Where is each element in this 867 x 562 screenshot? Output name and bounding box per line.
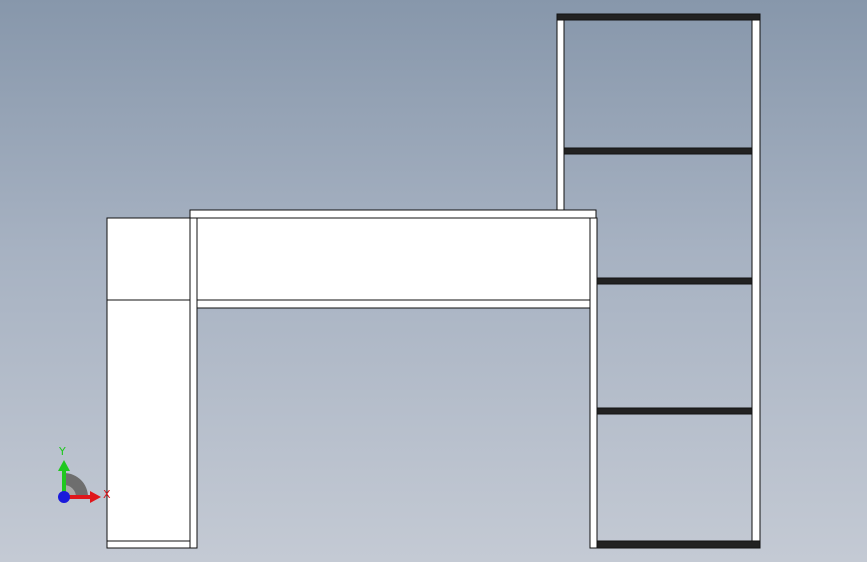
desk-drawer bbox=[196, 217, 591, 301]
shelf-board-3 bbox=[596, 407, 753, 415]
coordinate-triad: Y X bbox=[58, 445, 111, 503]
shelf-board-2 bbox=[596, 277, 753, 285]
shelf-bottom-board bbox=[596, 540, 761, 549]
shelf-left-side-panel bbox=[556, 13, 565, 211]
desk-drawer-rail bbox=[196, 299, 591, 309]
shelf-board-1 bbox=[563, 147, 753, 155]
y-axis-label: Y bbox=[58, 445, 66, 458]
shelf-top-board bbox=[556, 13, 761, 21]
desk-top bbox=[189, 209, 597, 219]
z-axis-dot-icon bbox=[58, 491, 70, 503]
y-axis-arrowhead-icon bbox=[58, 460, 70, 471]
shelf-right-side-panel bbox=[751, 13, 761, 549]
x-axis-arrowhead-icon bbox=[90, 491, 101, 503]
desk-right-leg bbox=[589, 217, 598, 549]
desk-left-leg bbox=[189, 217, 198, 549]
cabinet-body bbox=[106, 217, 191, 549]
x-axis-label: X bbox=[103, 488, 111, 501]
